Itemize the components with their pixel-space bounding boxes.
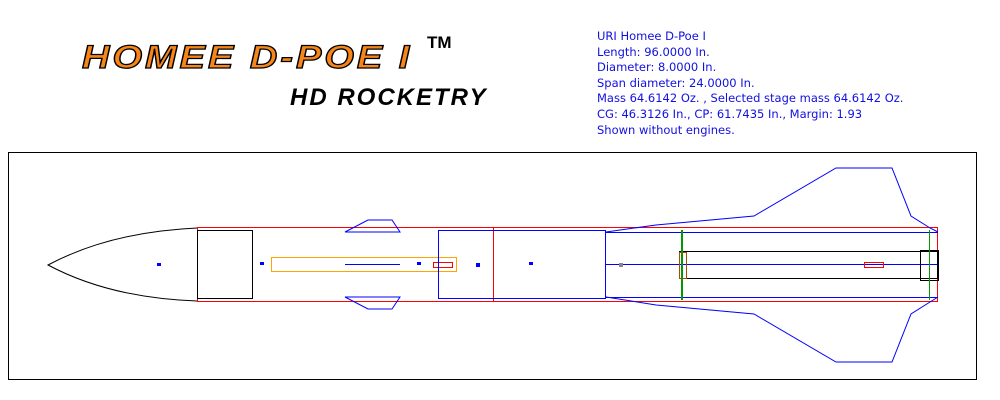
drawing-frame <box>8 152 977 380</box>
canard-bottom <box>344 296 401 310</box>
fin-bottom <box>605 296 939 363</box>
rocket-length: Length: 96.0000 In. <box>597 44 710 59</box>
launch-lug-front <box>433 262 453 268</box>
rocket-mass: Mass 64.6142 Oz. , Selected stage mass 6… <box>597 91 904 106</box>
rocket-engines-note: Shown without engines. <box>597 122 735 137</box>
cg-marker <box>476 263 480 267</box>
logo-subtitle: HD ROCKETRY <box>290 84 488 111</box>
rocket-cg-cp: CG: 46.3126 In., CP: 61.7435 In., Margin… <box>597 106 863 121</box>
mass-object <box>271 257 457 272</box>
logo-trademark: TM <box>427 33 452 52</box>
coupler-tube <box>438 230 606 299</box>
logo-title: HOMEE D-POE I <box>81 39 413 76</box>
rocket-diameter: Diameter: 8.0000 In. <box>597 60 717 75</box>
rocket-name: URI Homee D-Poe I <box>597 29 706 43</box>
rocket-span: Span diameter: 24.0000 In. <box>597 75 755 90</box>
nose-coupler <box>197 230 253 299</box>
nose-cone <box>46 227 198 302</box>
fin-top <box>605 167 939 233</box>
engine-block <box>679 252 687 279</box>
component-markers <box>157 262 533 266</box>
rocket-info-panel: URI Homee D-Poe I Length: 96.0000 In. Di… <box>597 29 903 138</box>
launch-lug-rear <box>864 262 884 268</box>
canard-top <box>344 219 401 233</box>
cp-marker <box>619 263 623 267</box>
